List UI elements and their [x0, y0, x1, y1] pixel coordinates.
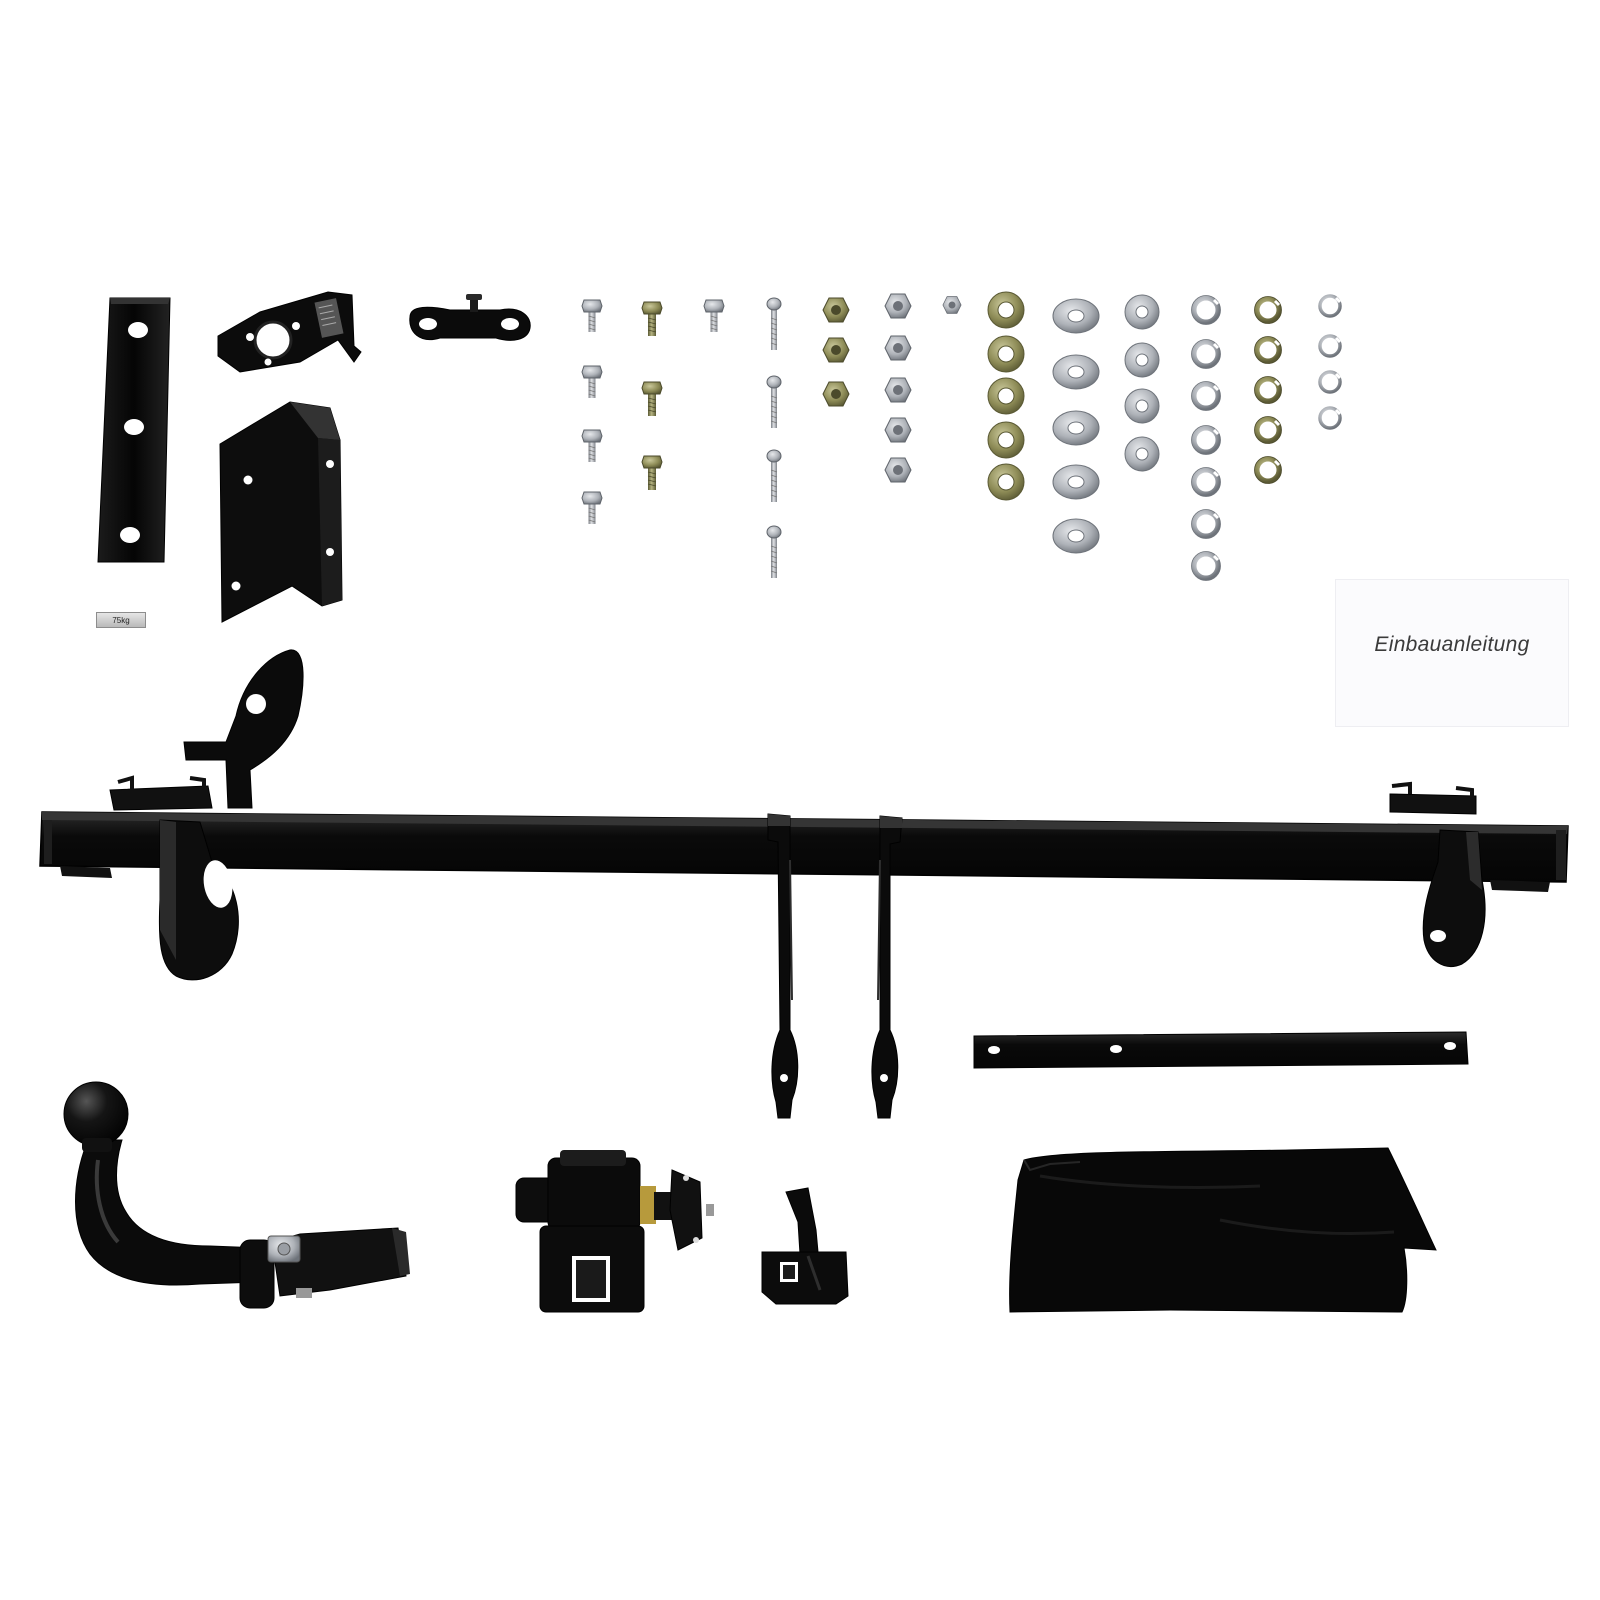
crossbar-assembly [39, 649, 1569, 1119]
hardware-set [581, 291, 1342, 581]
load-rating-text: 75kg [112, 615, 130, 625]
socket-plate-bracket [217, 291, 362, 373]
receiver-lock-mechanism [515, 1150, 714, 1313]
load-rating-tag: 75kg [96, 612, 146, 628]
angle-bracket [219, 401, 343, 623]
installation-manual: Einbauanleitung [1336, 580, 1568, 726]
storage-bag [1009, 1147, 1437, 1313]
flat-strap-bracket [97, 297, 171, 563]
manual-title: Einbauanleitung [1374, 633, 1530, 656]
small-stud-bracket [409, 294, 531, 341]
flat-mounting-bar [973, 1031, 1469, 1069]
tow-ball-neck [63, 1081, 410, 1309]
lock-clip-piece [761, 1187, 849, 1305]
